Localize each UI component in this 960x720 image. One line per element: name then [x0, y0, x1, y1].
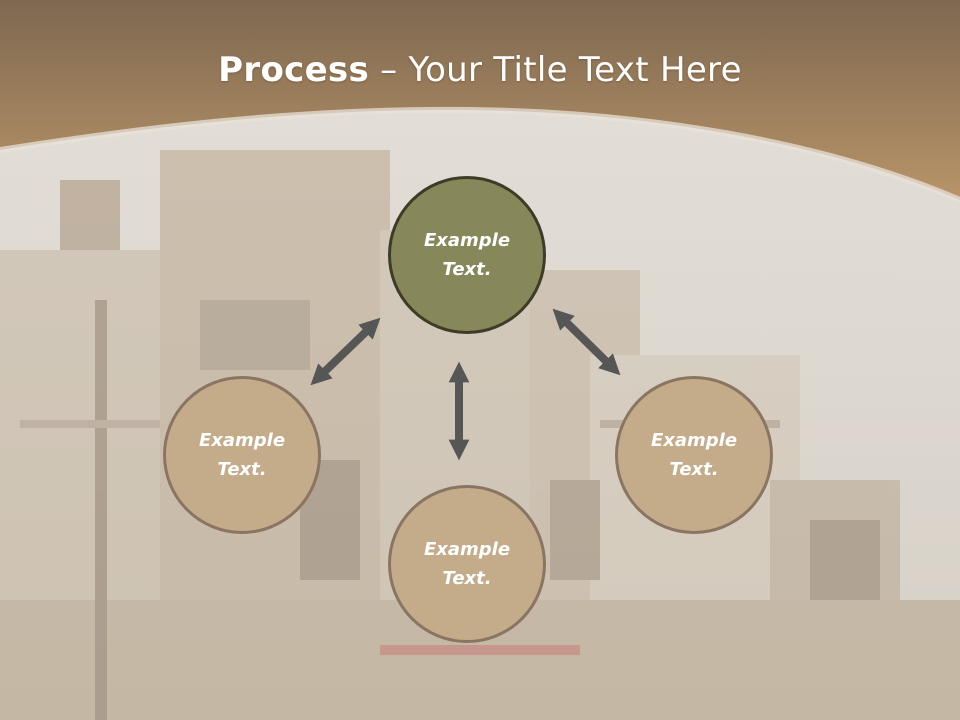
node-left-line2: Text. [217, 459, 267, 480]
node-bottom-line2: Text. [442, 568, 492, 589]
node-right-line2: Text. [669, 459, 719, 480]
slide-title-bold: Process [218, 50, 370, 90]
header-band [0, 0, 960, 200]
slide-title-rest: – Your Title Text Here [369, 50, 742, 90]
slide-title: Process – Your Title Text Here [0, 50, 960, 90]
node-bottom-line1: Example [423, 539, 511, 560]
node-right: Example Text. [615, 376, 773, 534]
node-left: Example Text. [163, 376, 321, 534]
header-curve [0, 106, 960, 203]
node-top: Example Text. [388, 176, 546, 334]
node-top-line1: Example [423, 230, 511, 251]
node-top-line2: Text. [442, 259, 492, 280]
node-left-line1: Example [198, 430, 286, 451]
node-right-line1: Example [650, 430, 738, 451]
node-bottom: Example Text. [388, 485, 546, 643]
